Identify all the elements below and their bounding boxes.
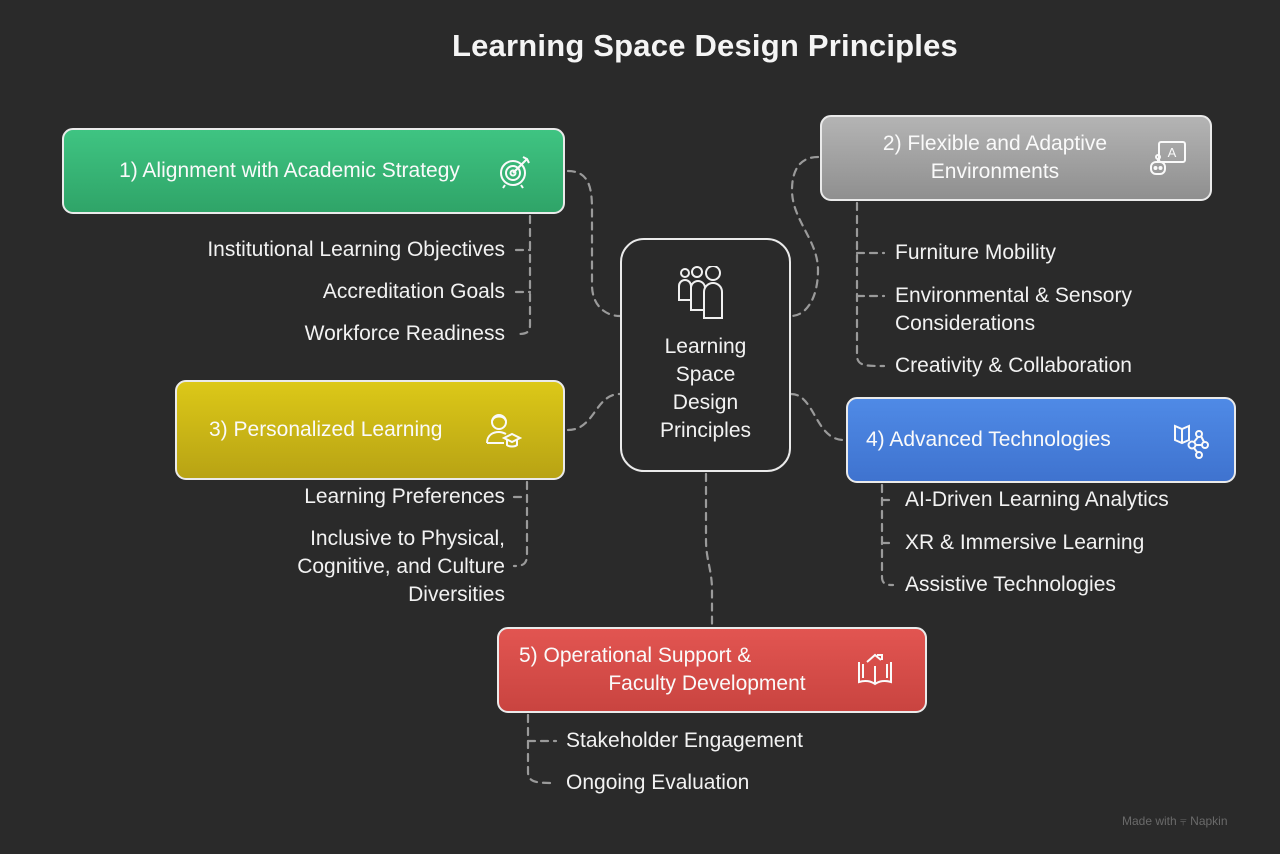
branch-2-label-line: Environments xyxy=(930,160,1060,183)
branch-3-item: Learning Preferences xyxy=(304,485,505,508)
central-label-line: Space xyxy=(675,362,736,386)
branch-5-label-line: Faculty Development xyxy=(608,672,806,695)
branch-3-item-line: Inclusive to Physical, xyxy=(310,527,505,550)
branch-4-label: 4) Advanced Technologies xyxy=(866,428,1111,451)
branch-3-item: Inclusive to Physical, Cognitive, and Cu… xyxy=(297,525,505,609)
central-topic-label: Learning Space Design Principles xyxy=(660,333,751,445)
branch-3-item-line: Cognitive, and Culture xyxy=(297,555,505,578)
branch-1-alignment-node[interactable]: 1) Alignment with Academic Strategy xyxy=(62,128,565,214)
branch-2-item: Environmental & Sensory Considerations xyxy=(895,282,1132,338)
branch-5-label: 5) Operational Support & Faculty Develop… xyxy=(519,642,855,698)
people-group-icon xyxy=(677,264,735,325)
branch-2-flexible-node[interactable]: 2) Flexible and Adaptive Environments A xyxy=(820,115,1212,201)
central-label-line: Principles xyxy=(659,418,752,442)
branch-1-item: Accreditation Goals xyxy=(322,280,505,303)
branch-5-label-line: 5) Operational Support & xyxy=(519,644,752,667)
target-arrow-icon xyxy=(495,151,535,191)
robot-presentation-icon: A xyxy=(1148,138,1188,178)
branch-2-item-line: Considerations xyxy=(895,312,1036,335)
central-topic-node: Learning Space Design Principles xyxy=(620,238,791,472)
napkin-logo-icon: ⫧ xyxy=(1180,814,1187,828)
svg-text:A: A xyxy=(1168,145,1177,160)
branch-2-label: 2) Flexible and Adaptive Environments xyxy=(842,130,1148,186)
branch-1-label: 1) Alignment with Academic Strategy xyxy=(119,159,460,182)
central-label-line: Design xyxy=(672,390,739,414)
book-network-icon xyxy=(1172,420,1212,460)
napkin-watermark: Made with ⫧ Napkin xyxy=(1122,814,1228,829)
branch-3-personalized-node[interactable]: 3) Personalized Learning xyxy=(175,380,565,480)
watermark-text: Made with xyxy=(1122,814,1177,828)
branch-2-item: Furniture Mobility xyxy=(895,241,1057,264)
book-growth-icon xyxy=(855,650,895,690)
branch-4-item: XR & Immersive Learning xyxy=(905,531,1145,554)
branch-3-label: 3) Personalized Learning xyxy=(209,418,443,441)
branch-4-technologies-node[interactable]: 4) Advanced Technologies xyxy=(846,397,1236,483)
branch-4-item: AI-Driven Learning Analytics xyxy=(905,488,1169,511)
branch-2-item: Creativity & Collaboration xyxy=(895,354,1132,377)
central-label-line: Learning xyxy=(664,334,747,358)
student-graduate-icon xyxy=(483,410,523,450)
branch-5-item: Ongoing Evaluation xyxy=(566,771,750,794)
branch-5-operational-node[interactable]: 5) Operational Support & Faculty Develop… xyxy=(497,627,927,713)
watermark-brand: Napkin xyxy=(1190,814,1228,828)
branch-1-item: Institutional Learning Objectives xyxy=(207,238,505,261)
branch-2-item-line: Environmental & Sensory xyxy=(895,284,1132,307)
page-title: Learning Space Design Principles xyxy=(451,28,958,63)
branch-5-item: Stakeholder Engagement xyxy=(566,729,803,752)
branch-1-item: Workforce Readiness xyxy=(304,322,505,345)
branch-4-item: Assistive Technologies xyxy=(905,573,1116,596)
branch-3-item-line: Diversities xyxy=(408,583,505,606)
branch-2-label-line: 2) Flexible and Adaptive xyxy=(882,132,1108,155)
